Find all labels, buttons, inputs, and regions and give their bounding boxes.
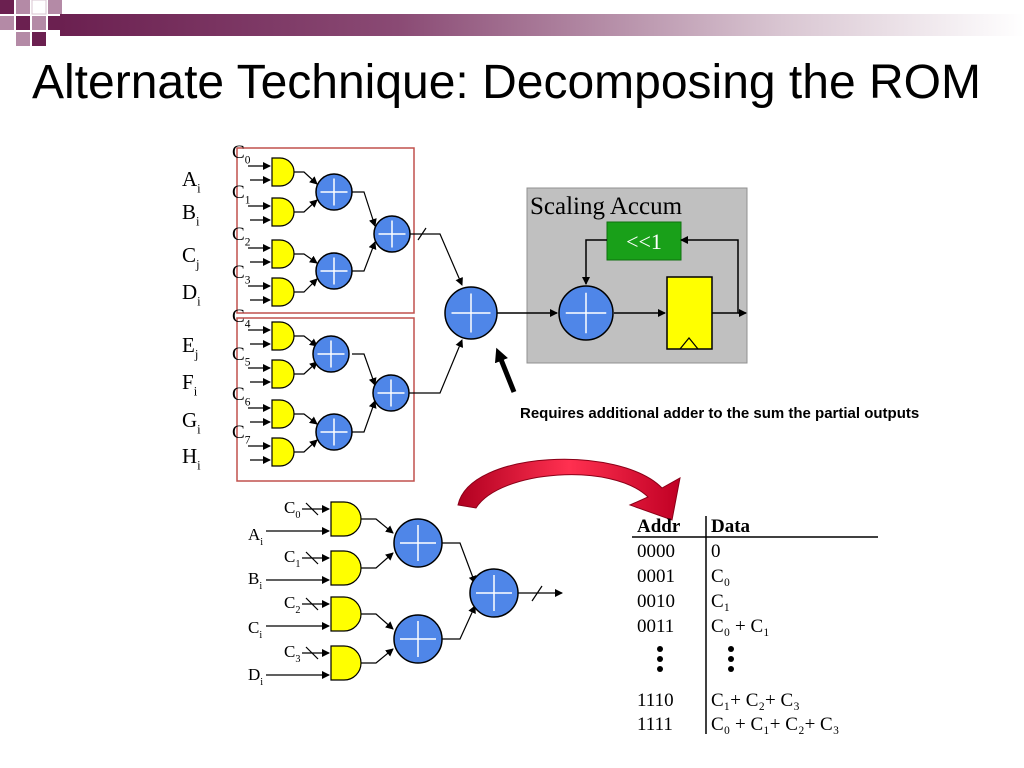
input-label: Ej — [182, 333, 198, 361]
curved-transform-arrow — [457, 458, 681, 521]
top-gates — [271, 157, 498, 467]
input-label: Di — [248, 665, 263, 688]
sum-adder — [469, 568, 519, 618]
and-gate — [271, 197, 295, 227]
pointer-arrow — [494, 347, 517, 393]
row-data: 0 — [711, 541, 721, 562]
coefficient-label: C5 — [232, 344, 251, 369]
adder — [315, 252, 353, 290]
adder — [393, 614, 443, 664]
and-gate — [271, 157, 295, 187]
coefficient-label: C2 — [232, 224, 251, 249]
table-row: 1110 C₁+ C₂+ C₃ — [637, 690, 800, 711]
bottom-wires — [266, 502, 563, 679]
scaling-accum-label: Scaling Accum — [530, 193, 683, 220]
row-addr: 0010 — [637, 591, 675, 612]
accumulator-adder-circle — [558, 285, 614, 341]
coefficient-label: C4 — [232, 306, 251, 331]
scaling-accumulator: Scaling Accum <<1 — [497, 187, 748, 364]
table-row: 0001 C₀ — [637, 566, 730, 587]
and-gate — [330, 645, 362, 681]
input-label: Hi — [182, 444, 201, 472]
row-addr: 0001 — [637, 566, 675, 587]
title-bar-decoration — [0, 0, 1024, 46]
coefficient-label: C3 — [232, 262, 251, 287]
table-row: 1111 C₀ + C₁+ C₂+ C₃ — [637, 714, 839, 735]
lower-group-box — [236, 317, 415, 482]
and-gate — [271, 239, 295, 269]
table-row: 0010 C₁ — [637, 591, 730, 612]
and-gate — [271, 437, 295, 467]
bottom-gates — [330, 501, 519, 681]
input-label: Cj — [182, 243, 200, 271]
adder-note: Requires additional adder to the sum the… — [520, 405, 920, 422]
input-label: Bi — [182, 200, 200, 228]
accumulator-adder — [558, 285, 614, 341]
row-data: C₁+ C₂+ C₃ — [711, 690, 800, 711]
and-gate — [330, 501, 362, 537]
and-gate — [271, 321, 295, 351]
coefficient-label: C0 — [232, 142, 251, 167]
table-header-data: Data — [711, 516, 751, 537]
adder — [315, 413, 353, 451]
input-label: Di — [182, 280, 201, 308]
row-addr: 0000 — [637, 541, 675, 562]
adder — [373, 215, 411, 253]
shift-left-label: <<1 — [626, 229, 662, 254]
input-label: Gi — [182, 408, 201, 436]
row-data: C₁ — [711, 591, 730, 612]
top-wires — [248, 162, 464, 464]
and-gate — [330, 550, 362, 586]
input-label: Bi — [248, 569, 262, 592]
coefficient-label: C1 — [232, 182, 251, 207]
coefficient-label: C1 — [284, 547, 300, 570]
row-addr: 0011 — [637, 616, 674, 637]
final-partial-sum-adder — [444, 286, 498, 340]
and-gate — [330, 596, 362, 632]
coefficient-label: C2 — [284, 593, 300, 616]
input-label: Ai — [182, 167, 201, 195]
row-data: C₀ — [711, 566, 730, 587]
coefficient-label: C0 — [284, 498, 300, 521]
row-data: C₀ + C₁+ C₂+ C₃ — [711, 714, 839, 735]
input-label: Fi — [182, 370, 198, 398]
and-gate — [271, 359, 295, 389]
upper-group-box — [236, 147, 415, 314]
coefficient-label: C6 — [232, 384, 251, 409]
row-data: C₀ + C₁ — [711, 616, 770, 637]
adder — [312, 335, 350, 373]
ellipsis-addr — [657, 646, 663, 672]
coefficient-label: C7 — [232, 422, 251, 447]
adder — [393, 518, 443, 568]
row-addr: 1111 — [637, 714, 673, 735]
input-label: Ai — [248, 525, 263, 548]
adder — [315, 173, 353, 211]
input-label: Ci — [248, 618, 262, 641]
ellipsis-data — [728, 646, 734, 672]
table-header-addr: Addr — [637, 516, 681, 537]
coefficient-label: C3 — [284, 642, 300, 665]
row-addr: 1110 — [637, 690, 674, 711]
page-title: Alternate Technique: Decomposing the ROM — [32, 56, 981, 109]
table-row: 0011 C₀ + C₁ — [637, 616, 770, 637]
and-gate — [271, 277, 295, 307]
adder — [372, 374, 410, 412]
and-gate — [271, 399, 295, 429]
